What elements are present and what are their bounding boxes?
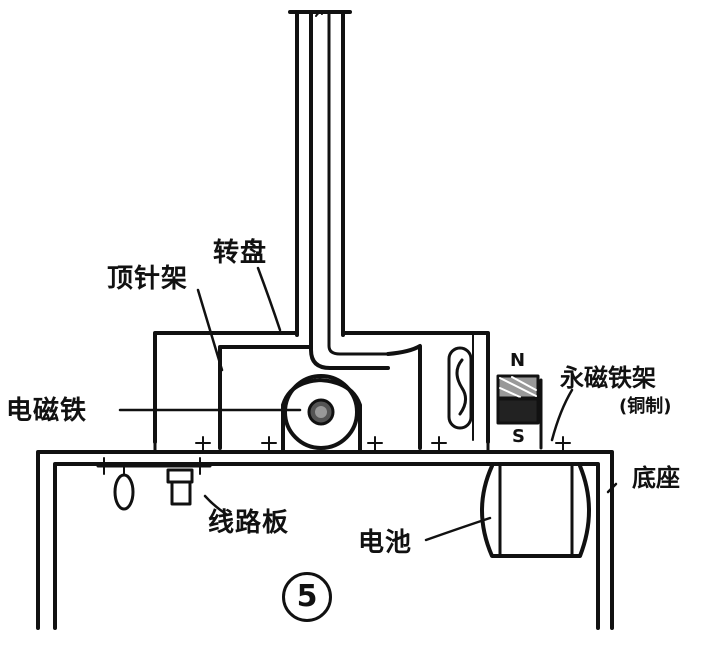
leader-circuit-board — [203, 494, 228, 516]
label-turntable: 转盘 — [213, 238, 268, 268]
label-pole-s: S — [512, 426, 525, 447]
circuit-board — [96, 457, 212, 511]
leader-base — [606, 482, 618, 494]
reed-switch — [447, 346, 473, 430]
leader-battery — [424, 516, 492, 542]
vertical-rod — [288, 10, 392, 370]
label-electromagnet: 电磁铁 — [6, 396, 88, 426]
leader-turntable — [256, 266, 282, 332]
figure-number: 5 — [282, 572, 332, 622]
turntable-shell — [153, 331, 490, 444]
battery — [480, 464, 591, 558]
rivet-marks — [195, 436, 571, 451]
electromagnet-coil — [281, 374, 362, 452]
leader-lines — [118, 266, 618, 542]
leader-magnet-frame — [550, 388, 574, 442]
label-battery: 电池 — [358, 528, 413, 558]
label-circuit-board: 线路板 — [208, 508, 290, 538]
base-plate — [36, 440, 614, 630]
label-pole-n: N — [510, 350, 526, 371]
label-magnet-frame: 永磁铁架 — [560, 364, 656, 392]
label-base: 底座 — [632, 464, 680, 492]
label-needle-frame: 顶针架 — [107, 264, 189, 294]
needle-frame — [218, 344, 422, 450]
label-magnet-frame-note: (铜制) — [619, 396, 672, 417]
permanent-magnet — [496, 374, 543, 450]
leader-needle-frame — [196, 288, 224, 372]
